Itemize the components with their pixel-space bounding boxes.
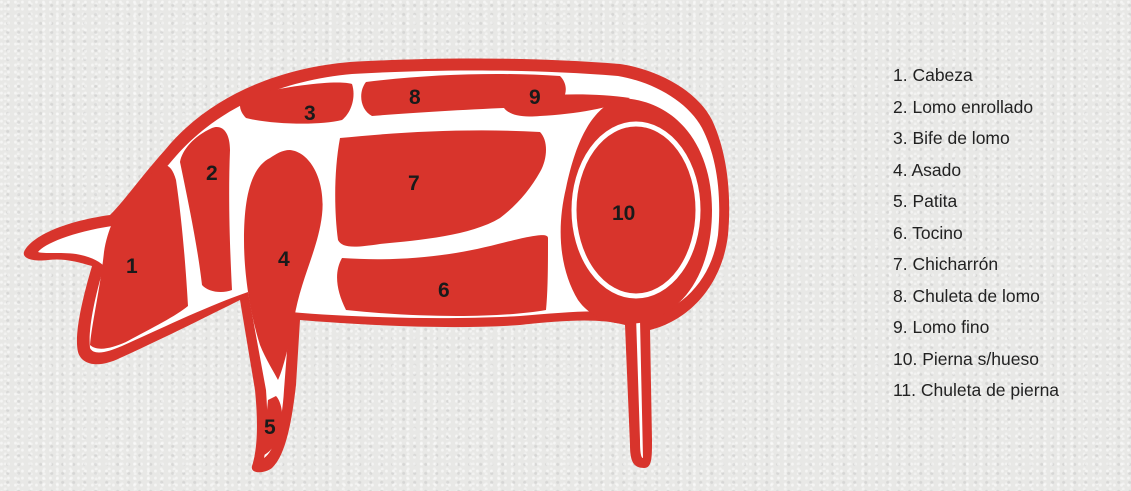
cuts-legend: 1. Cabeza 2. Lomo enrollado 3. Bife de l… [893, 60, 1059, 407]
legend-item: 9. Lomo fino [893, 312, 1059, 344]
cut-number-8: 8 [409, 86, 421, 109]
legend-item: 1. Cabeza [893, 60, 1059, 92]
legend-item: 7. Chicharrón [893, 249, 1059, 281]
cut-number-4: 4 [278, 248, 290, 271]
legend-item: 2. Lomo enrollado [893, 92, 1059, 124]
cut-number-7: 7 [408, 172, 420, 195]
legend-item: 8. Chuleta de lomo [893, 281, 1059, 313]
legend-item: 11. Chuleta de pierna [893, 375, 1059, 407]
legend-item: 4. Asado [893, 155, 1059, 187]
legend-item: 3. Bife de lomo [893, 123, 1059, 155]
cut-number-3: 3 [304, 102, 316, 125]
legend-item: 5. Patita [893, 186, 1059, 218]
cut-number-5: 5 [264, 416, 276, 439]
cut-number-10: 10 [612, 202, 635, 225]
legend-item: 10. Pierna s/hueso [893, 344, 1059, 376]
legend-item: 6. Tocino [893, 218, 1059, 250]
cut-number-2: 2 [206, 162, 218, 185]
cut-number-6: 6 [438, 279, 450, 302]
cut-number-1: 1 [126, 255, 138, 278]
cut-number-9: 9 [529, 86, 541, 109]
